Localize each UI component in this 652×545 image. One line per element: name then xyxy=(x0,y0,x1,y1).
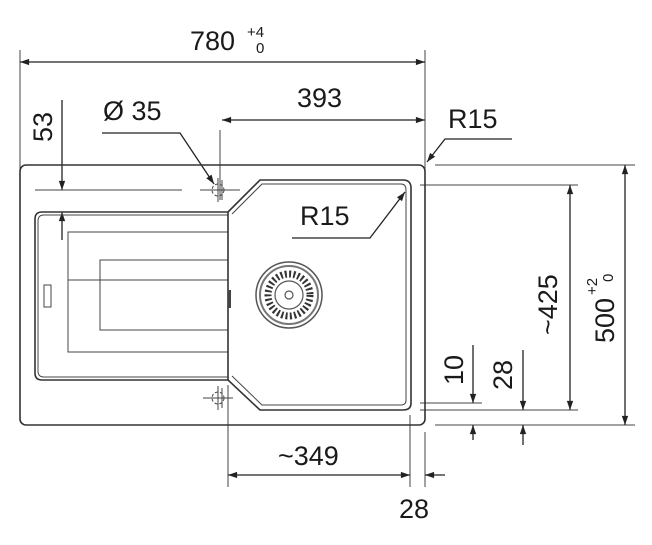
dimension-bowl-offset: 393 xyxy=(222,83,426,124)
bowl-radius-value: R15 xyxy=(300,201,350,231)
bowl-width-value: ~349 xyxy=(278,441,339,471)
dimension-edge-offset: 53 xyxy=(28,100,66,240)
tap-hole-value: Ø 35 xyxy=(103,96,162,126)
dimension-bowl-radius: R15 xyxy=(292,191,406,239)
bowl-offset-value: 393 xyxy=(297,83,342,113)
bowl-depth-value: ~425 xyxy=(533,274,563,335)
dimension-overall-width: 780 +4 0 xyxy=(20,24,426,66)
overall-depth-value: 500 xyxy=(590,298,620,343)
outer-radius-value: R15 xyxy=(448,104,498,134)
bottom-margin-a-value: 10 xyxy=(439,355,469,385)
overall-width-value: 780 xyxy=(190,26,235,56)
overall-width-tol-lower: 0 xyxy=(256,40,264,57)
drainboard xyxy=(34,211,228,381)
dimension-overall-depth: 500 +2 0 xyxy=(584,165,629,426)
right-margin-value: 28 xyxy=(399,494,429,524)
dimension-tap-hole: Ø 35 xyxy=(102,96,215,185)
dimension-bottom-margin-a: 10 xyxy=(439,345,477,440)
dimension-bowl-depth: ~425 xyxy=(533,185,574,411)
overall-depth-tol-upper: +2 xyxy=(584,278,601,295)
dimension-bottom-margin-b: 28 xyxy=(488,350,527,445)
overall-depth-tol-lower: 0 xyxy=(600,274,617,282)
dimension-outer-radius: R15 xyxy=(426,104,512,163)
sink-outline xyxy=(19,164,426,426)
drain-strainer xyxy=(255,261,323,329)
tap-hole-marker-bottom xyxy=(203,386,233,410)
extension-lines xyxy=(19,50,635,487)
dimension-bowl-width: ~349 xyxy=(228,441,411,479)
tap-hole-marker-top xyxy=(200,178,240,202)
edge-offset-value: 53 xyxy=(28,112,58,142)
dimension-right-margin: 28 xyxy=(399,471,445,524)
bottom-margin-b-value: 28 xyxy=(488,360,518,390)
overall-width-tol-upper: +4 xyxy=(247,24,264,41)
bowl xyxy=(227,179,412,411)
